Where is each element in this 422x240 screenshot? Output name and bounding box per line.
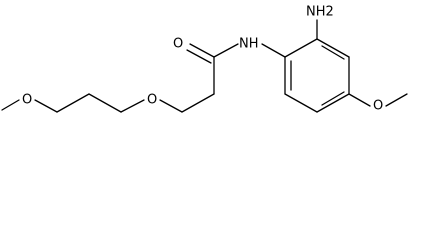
amine-label: NH2 xyxy=(306,5,334,20)
chain-bond-7 xyxy=(34,99,58,113)
ring-bond-4 xyxy=(316,93,350,113)
ring-bond-5 xyxy=(284,93,318,113)
amide-n-carbonyl-bond xyxy=(213,43,239,58)
ring-methoxy-bond-1 xyxy=(348,93,371,107)
amide-nh-label: NH xyxy=(239,37,259,52)
ring-bond-2 xyxy=(316,38,350,58)
ring-inner-bond-1 xyxy=(321,45,345,60)
ring-methoxy-bond-2 xyxy=(385,93,408,107)
ether-oxygen-inner-label: O xyxy=(147,93,157,108)
ring-inner-bond-2 xyxy=(321,91,345,106)
chain-bond-4 xyxy=(120,99,145,113)
ether-oxygen-outer-label: O xyxy=(22,93,32,108)
chain-bond-6 xyxy=(56,93,90,113)
ring-methoxy-oxygen-label: O xyxy=(373,99,383,114)
carbonyl-oxygen-label: O xyxy=(173,37,183,52)
chain-bond-2 xyxy=(181,93,215,113)
ring-bond-1 xyxy=(284,38,318,58)
amide-n-ring-bond xyxy=(261,43,286,58)
chain-bond-8 xyxy=(1,99,20,111)
chain-bond-3 xyxy=(159,99,183,113)
chain-bond-5 xyxy=(88,93,122,113)
carbonyl-double-bond-2 xyxy=(186,49,212,64)
chemical-structure: NH2 NH O O O O xyxy=(1,5,408,114)
carbonyl-double-bond-1 xyxy=(189,43,215,58)
